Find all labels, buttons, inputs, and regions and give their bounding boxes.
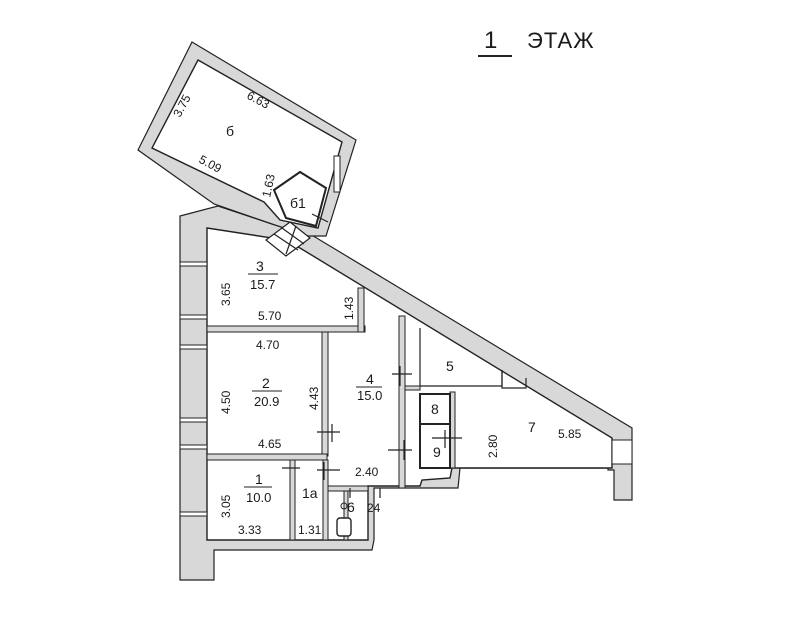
dim-r4-bottom: 2.40 xyxy=(355,465,379,479)
window xyxy=(179,314,208,320)
door-mark xyxy=(311,213,329,223)
partitions xyxy=(206,170,527,541)
stairs-step xyxy=(273,233,299,251)
wall-r1a-right xyxy=(322,459,329,541)
room-2-number: 2 xyxy=(262,375,270,391)
dim-r3-height: 3.65 xyxy=(219,282,233,306)
room-4-number: 4 xyxy=(366,371,374,387)
dim-r1a-width: 1.31 xyxy=(298,523,322,537)
room-7-number: 7 xyxy=(528,419,536,435)
building-outline xyxy=(137,41,633,581)
wall-r2-bottom xyxy=(206,453,328,461)
room-24-number: 24 xyxy=(367,501,381,515)
dim-r2-height: 4.50 xyxy=(219,390,233,414)
window xyxy=(179,261,208,267)
room-8-number: 8 xyxy=(431,401,439,417)
plan-title: 1 ЭТАЖ xyxy=(478,27,595,57)
left-windows xyxy=(179,155,633,517)
window xyxy=(611,439,633,465)
wall-r2-right xyxy=(321,331,329,457)
wall-r9 xyxy=(419,423,451,469)
floor-number: 1 xyxy=(484,27,497,54)
dim-r7-height: 2.80 xyxy=(486,434,500,458)
room-1-number: 1 xyxy=(255,471,263,487)
room-2-area: 20.9 xyxy=(254,394,279,409)
room-b1-number: б1 xyxy=(290,195,306,211)
dim-r7-width: 5.85 xyxy=(558,427,582,441)
room-9-number: 9 xyxy=(433,444,441,460)
window xyxy=(179,511,208,517)
window xyxy=(179,417,208,423)
window xyxy=(333,155,341,193)
wall-r4-right xyxy=(398,315,406,489)
dim-b1-side: 1.63 xyxy=(259,173,278,199)
dim-r2-bottom: 4.65 xyxy=(258,437,282,451)
annex-floor xyxy=(151,59,343,229)
dim-r1-height: 3.05 xyxy=(219,494,233,518)
wall-b1 xyxy=(272,170,328,228)
room-b-number: б xyxy=(226,123,234,139)
wall-r3-bottom xyxy=(206,325,366,333)
room-labels: б б1 3 15.7 2 20.9 4 15.0 1 10.0 1а 6 24… xyxy=(226,123,536,515)
dim-r3-inner: 1.43 xyxy=(342,296,356,320)
dim-r2-right: 4.43 xyxy=(307,386,321,410)
wall-corridor xyxy=(404,385,421,391)
room-3-area: 15.7 xyxy=(250,277,275,292)
floor-label: ЭТАЖ xyxy=(527,28,595,53)
wall-r6-top xyxy=(327,485,369,492)
room-6-number: 6 xyxy=(347,499,355,515)
room-4-area: 15.0 xyxy=(357,388,382,403)
stairs-arrow xyxy=(285,225,297,255)
wall-r5-niche xyxy=(501,370,527,389)
wall-r3-right xyxy=(357,287,365,333)
window xyxy=(179,344,208,350)
toilet-fixture xyxy=(336,517,352,537)
room-5-number: 5 xyxy=(446,358,454,374)
room-3-number: 3 xyxy=(256,258,264,274)
room-1-area: 10.0 xyxy=(246,490,271,505)
window xyxy=(179,444,208,450)
interior-floor xyxy=(206,227,613,541)
sink-fixture xyxy=(340,502,348,510)
dim-r3-width: 5.70 xyxy=(258,309,282,323)
dim-r2-top: 4.70 xyxy=(256,338,280,352)
wall-r6-divider xyxy=(343,490,349,541)
door-marks xyxy=(282,213,462,498)
room-1a-number: 1а xyxy=(302,485,318,501)
dim-r1-width: 3.33 xyxy=(238,523,262,537)
wall-r1-right xyxy=(289,459,296,541)
